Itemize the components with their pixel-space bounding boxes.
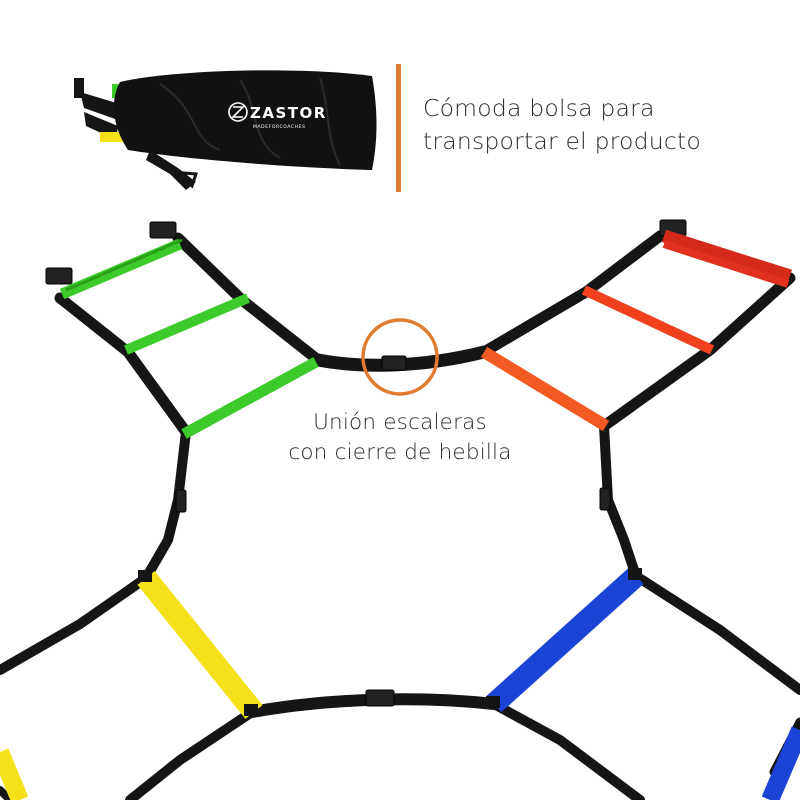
buckle-highlight-circle <box>361 318 439 396</box>
bag-brand-text: ZASTOR <box>250 104 327 122</box>
bag-body <box>113 70 377 170</box>
green-rungs <box>59 238 319 439</box>
zastor-logo: ZASTOR MADEFORCOACHES <box>228 102 327 130</box>
join-caption: Unión escaleras con cierre de hebilla <box>240 408 560 468</box>
bag-caption-line1: Cómoda bolsa para <box>423 94 655 122</box>
carry-bag: ZASTOR MADEFORCOACHES <box>74 70 377 190</box>
center-buckle <box>381 355 407 371</box>
red-rungs <box>581 229 792 355</box>
join-caption-line1: Unión escaleras <box>313 410 487 435</box>
yellow-rungs <box>0 570 263 800</box>
orange-rungs <box>480 346 610 432</box>
lower-buckle <box>365 689 395 707</box>
bag-straps <box>74 78 199 190</box>
bag-tagline-text: MADEFORCOACHES <box>253 124 306 130</box>
buckles <box>45 219 687 707</box>
accent-divider <box>396 64 401 192</box>
bag-caption: Cómoda bolsa para transportar el product… <box>423 92 783 158</box>
bag-caption-line2: transportar el producto <box>423 127 701 155</box>
join-caption-line2: con cierre de hebilla <box>288 440 512 465</box>
blue-rungs <box>486 567 800 800</box>
